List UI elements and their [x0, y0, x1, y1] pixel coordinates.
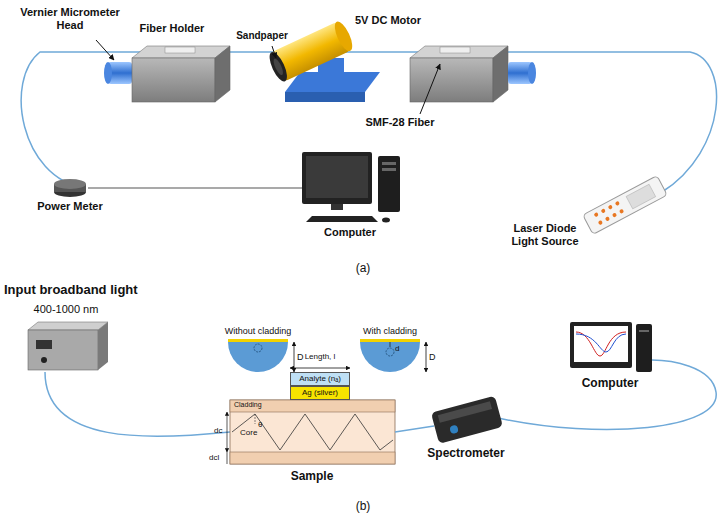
part-label: Computer [582, 377, 639, 391]
part-label: SMF-28 Fiber [365, 116, 434, 129]
part-label: (b) [356, 500, 371, 514]
layer-label: Analyte (nₐ) [299, 375, 341, 383]
part-label: Input broadband light [4, 283, 138, 298]
layer-box: Analyte (nₐ) [290, 372, 350, 386]
part-label: D [429, 352, 436, 362]
part-label: 400-1000 nm [34, 303, 99, 316]
part-label: D [297, 352, 304, 362]
part-label: Fiber Holder [140, 22, 205, 35]
part-label: d [395, 344, 399, 353]
part-label: (a) [356, 262, 371, 276]
part-label: Sample [291, 470, 334, 484]
part-label: With cladding [363, 326, 417, 336]
part-label: Cladding [234, 401, 262, 409]
layer-box: Ag (silver) [290, 386, 350, 400]
part-label: Laser Diode Light Source [505, 222, 585, 247]
part-label: Without cladding [225, 326, 292, 336]
part-label: dcl [209, 453, 219, 462]
part-label: Core [240, 428, 257, 437]
part-label: Length, l [305, 352, 336, 361]
part-label: Sandpaper [236, 30, 288, 42]
part-label: Power Meter [37, 200, 102, 213]
part-label: Spectrometer [427, 447, 504, 461]
part-label: dc [214, 426, 222, 435]
part-label: θ [258, 420, 262, 429]
part-label: 5V DC Motor [355, 14, 421, 27]
layer-label: Ag (silver) [302, 389, 338, 397]
part-label: Vernier Micrometer Head [20, 6, 120, 31]
part-label: Computer [324, 226, 376, 239]
